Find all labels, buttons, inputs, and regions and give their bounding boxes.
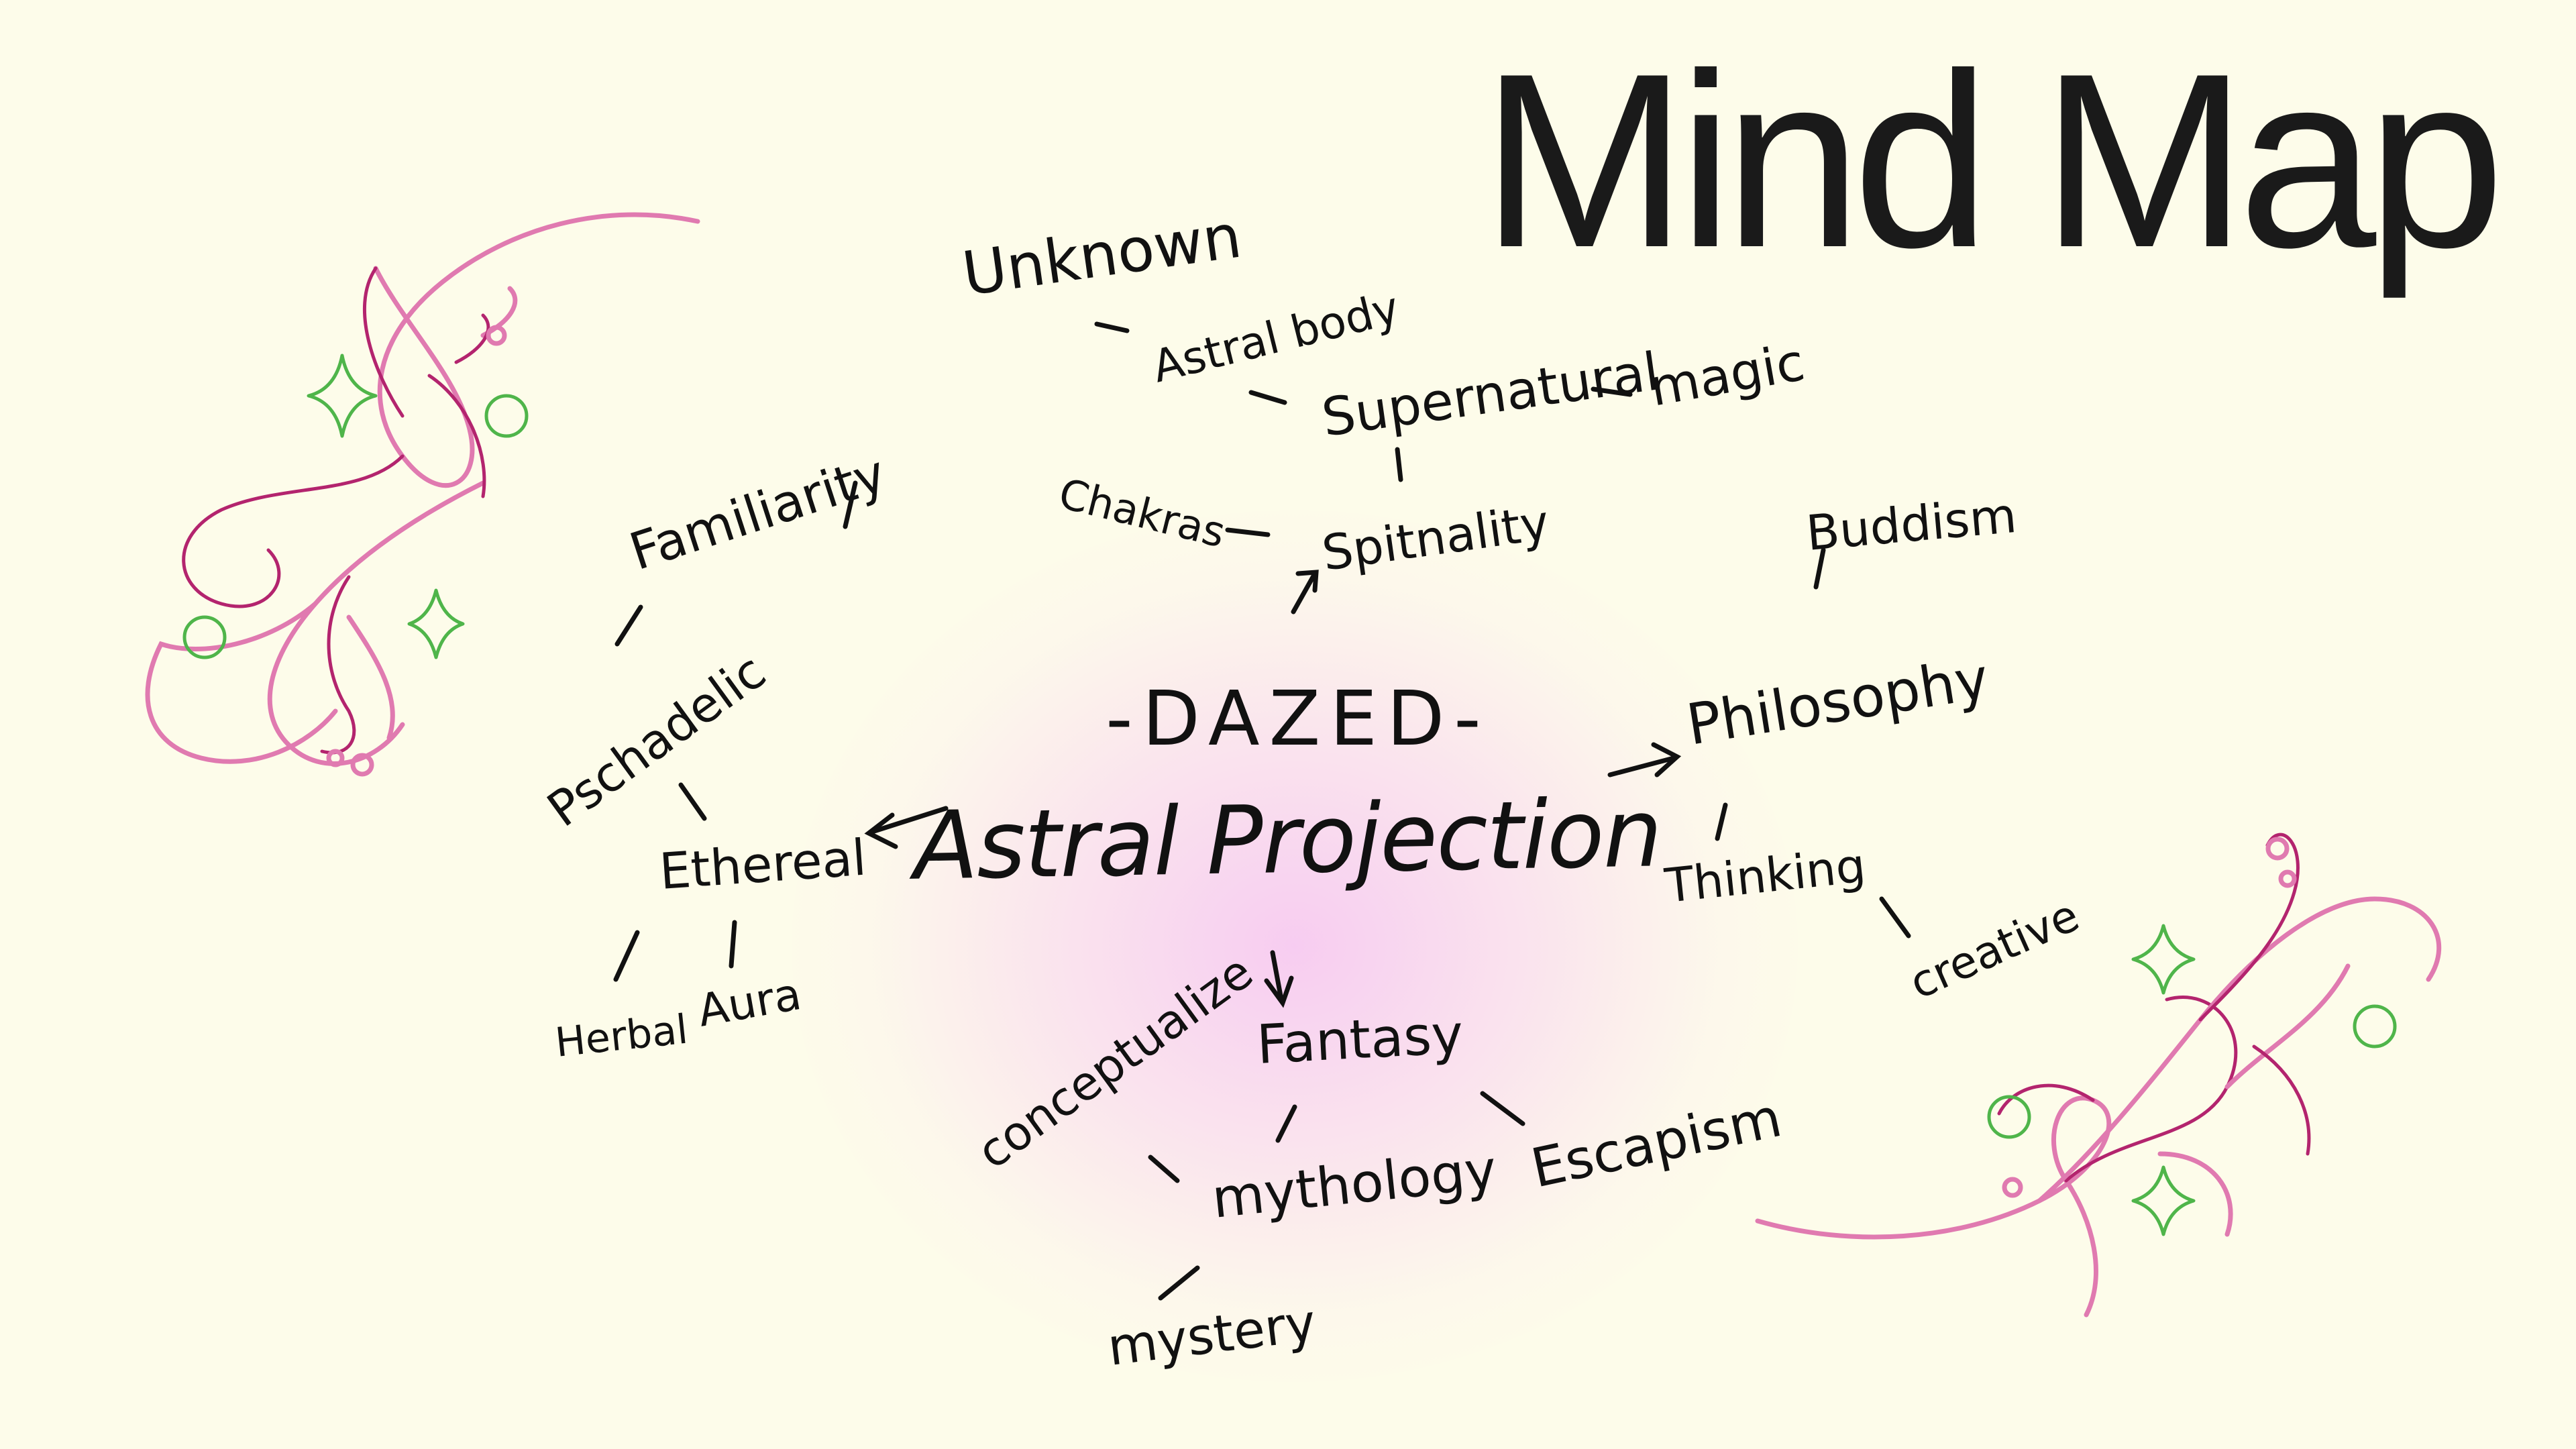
sparkle-icon: [2131, 924, 2196, 1236]
center-heading: -DAZED-: [1106, 676, 1490, 763]
flourish-top-left: [145, 212, 700, 777]
node-herbal: Herbal: [553, 1006, 690, 1067]
node-mystery: mystery: [1104, 1293, 1319, 1377]
node-buddism: Buddism: [1804, 487, 2019, 561]
center-glow: [792, 510, 1798, 1382]
node-thinking: Thinking: [1662, 838, 1868, 914]
node-spirituality: Spitnality: [1319, 494, 1553, 582]
node-psychedelic: Pschadelic: [537, 643, 776, 837]
node-mythology: mythology: [1209, 1138, 1499, 1230]
node-creative: creative: [1902, 890, 2086, 1010]
node-conceptualize: conceptualize: [967, 944, 1263, 1179]
node-magic: magic: [1646, 332, 1809, 418]
node-supernatural: Supernatural: [1318, 341, 1663, 449]
node-astral-body: Astral body: [1147, 282, 1404, 393]
connectors: [613, 321, 1911, 1301]
node-aura: Aura: [694, 968, 805, 1037]
node-ethereal: Ethereal: [657, 829, 868, 901]
sparkle-icon: [307, 354, 465, 659]
circle-icon: [182, 394, 529, 659]
node-escapism: Escapism: [1526, 1086, 1787, 1200]
node-familiarity: Familiarity: [623, 443, 893, 582]
flourish-bottom-right: [1755, 833, 2442, 1318]
circle-icon: [1987, 1004, 2397, 1139]
page-title: Mind Map: [1481, 22, 2505, 299]
node-unknown: Unknown: [958, 201, 1245, 310]
node-fantasy: Fantasy: [1255, 1003, 1464, 1076]
node-chakras: Chakras: [1054, 469, 1230, 557]
node-philosophy: Philosophy: [1682, 645, 1993, 758]
center-topic: Astral Projection: [908, 779, 1662, 902]
